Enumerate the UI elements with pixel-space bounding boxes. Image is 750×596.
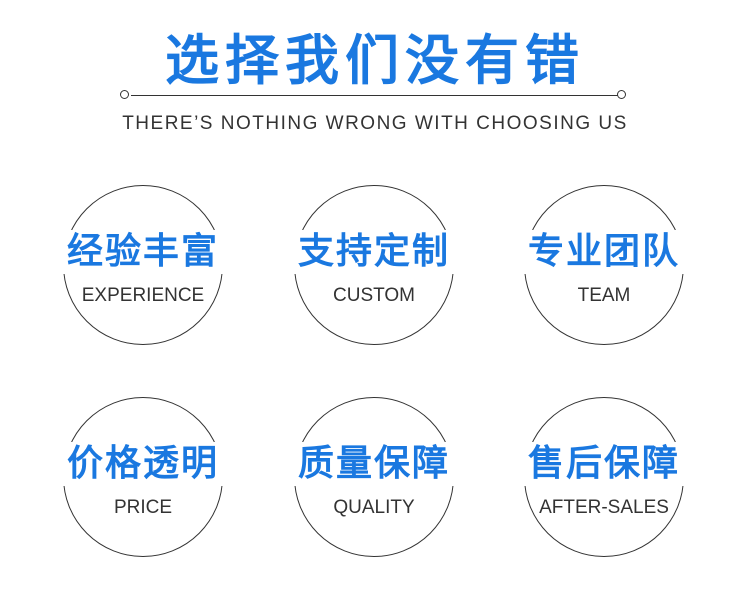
- page-title: 选择我们没有错: [165, 29, 585, 92]
- feature-quality: 质量保障 QUALITY: [264, 442, 484, 520]
- feature-experience: 经验丰富 EXPERIENCE: [33, 230, 253, 308]
- title-divider: [131, 95, 619, 96]
- feature-after-sales: 售后保障 AFTER-SALES: [494, 442, 714, 520]
- feature-team: 专业团队 TEAM: [494, 230, 714, 308]
- feature-subtitle: CUSTOM: [333, 285, 415, 306]
- feature-custom: 支持定制 CUSTOM: [264, 230, 484, 308]
- feature-title: 价格透明: [55, 442, 231, 486]
- feature-title: 质量保障: [286, 442, 462, 486]
- feature-subtitle: EXPERIENCE: [81, 285, 205, 306]
- feature-subtitle: AFTER-SALES: [539, 497, 669, 518]
- feature-subtitle: TEAM: [577, 285, 631, 306]
- feature-title: 售后保障: [516, 442, 692, 486]
- feature-title: 专业团队: [516, 230, 692, 274]
- page-subtitle: THERE’S NOTHING WRONG WITH CHOOSING US: [122, 113, 628, 134]
- feature-title: 经验丰富: [55, 230, 231, 274]
- feature-title: 支持定制: [286, 230, 462, 274]
- feature-price: 价格透明 PRICE: [33, 442, 253, 520]
- divider-right-dot: [617, 90, 626, 99]
- divider-left-dot: [120, 90, 129, 99]
- feature-subtitle: PRICE: [113, 497, 173, 518]
- feature-subtitle: QUALITY: [333, 497, 415, 518]
